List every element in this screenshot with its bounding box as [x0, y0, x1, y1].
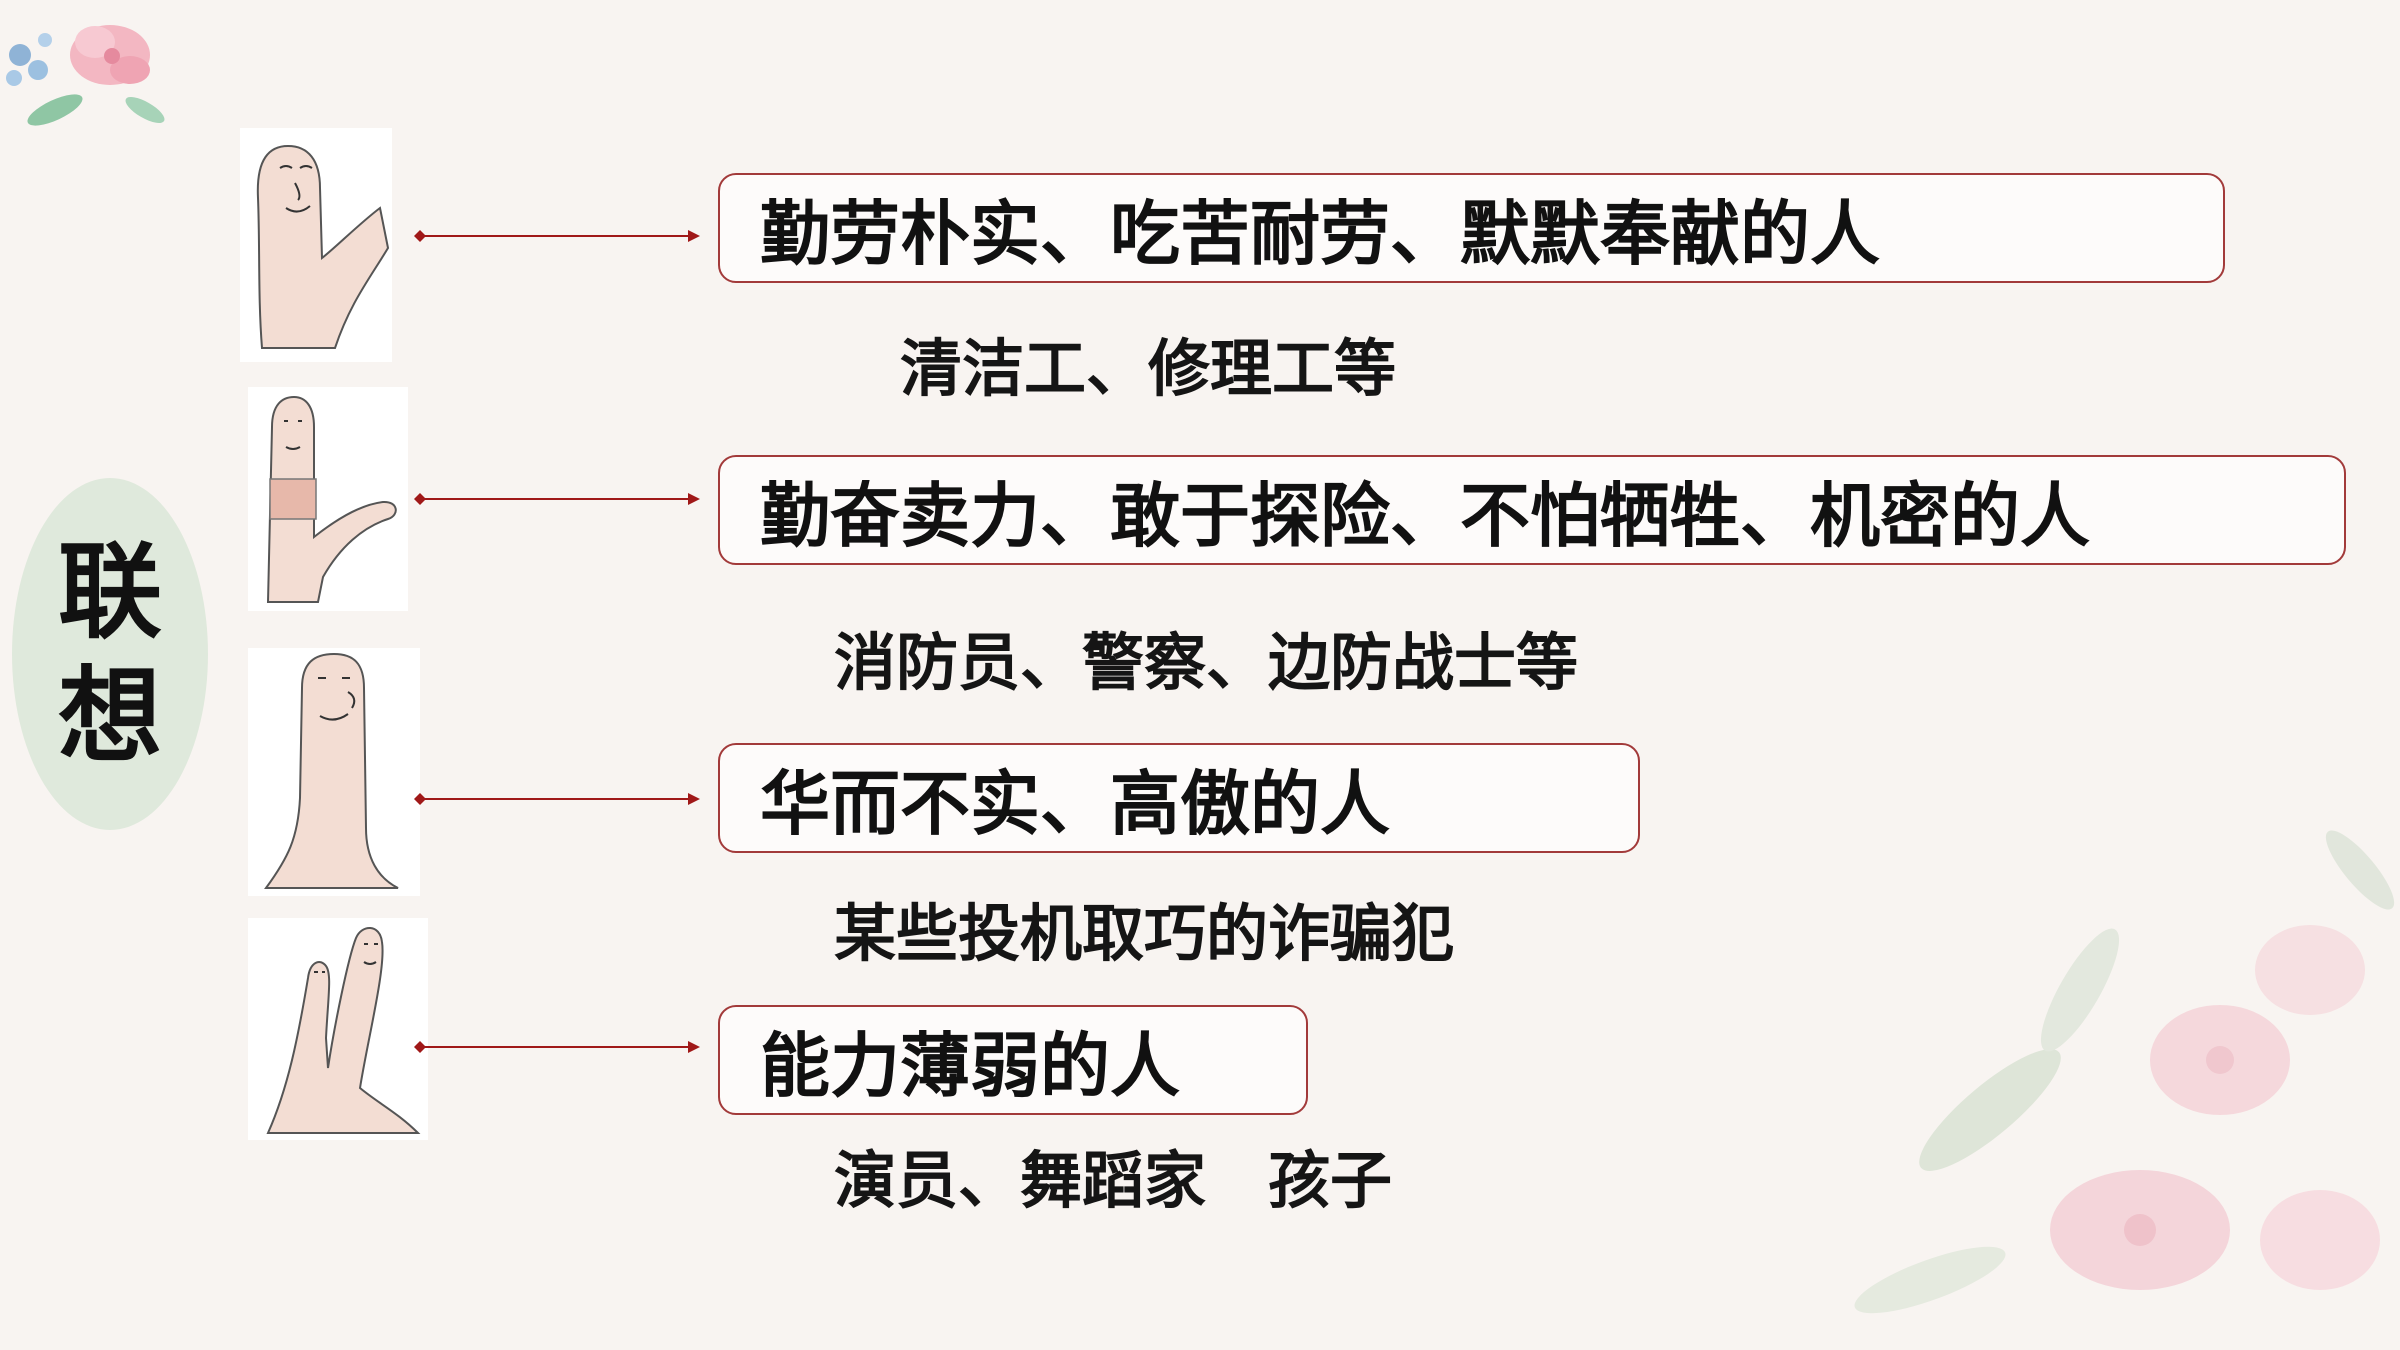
- side-label-char: 联: [57, 531, 162, 653]
- flower-decoration-icon: [6, 25, 165, 126]
- example-text: 演员、舞蹈家 孩子: [834, 1144, 1393, 1217]
- floral-watermark-icon: [1854, 830, 2395, 1314]
- trait-text: 华而不实、高傲的人: [760, 762, 1390, 845]
- ring-and-little-finger-icon: [266, 927, 421, 1134]
- trait-text: 勤劳朴实、吃苦耐劳、默默奉献的人: [760, 192, 1880, 275]
- middle-finger-image: [248, 648, 420, 896]
- trait-box: 勤奋卖力、敢于探险、不怕牺牲、机密的人: [718, 455, 2346, 565]
- trait-text: 勤奋卖力、敢于探险、不怕牺牲、机密的人: [760, 474, 2090, 557]
- ring-and-little-finger-image: [248, 918, 428, 1140]
- arrow-icon: [414, 493, 700, 505]
- side-label-char: 想: [57, 655, 162, 777]
- thumb-icon: [256, 144, 390, 349]
- index-finger-icon: [266, 395, 397, 603]
- arrow-icon: [414, 793, 700, 805]
- middle-finger-icon: [264, 652, 399, 889]
- thumb-image: [240, 128, 392, 362]
- example-text: 消防员、警察、边防战士等: [834, 626, 1579, 699]
- index-finger-image: [248, 387, 408, 611]
- arrow-icon: [414, 1041, 700, 1053]
- trait-box: 勤劳朴实、吃苦耐劳、默默奉献的人: [718, 173, 2225, 283]
- example-text: 某些投机取巧的诈骗犯: [834, 897, 1455, 970]
- trait-box: 华而不实、高傲的人: [718, 743, 1640, 853]
- trait-text: 能力薄弱的人: [760, 1024, 1180, 1107]
- side-label: 联 想: [12, 478, 208, 830]
- trait-box: 能力薄弱的人: [718, 1005, 1308, 1115]
- example-text: 清洁工、修理工等: [900, 332, 1397, 405]
- arrow-icon: [414, 230, 700, 242]
